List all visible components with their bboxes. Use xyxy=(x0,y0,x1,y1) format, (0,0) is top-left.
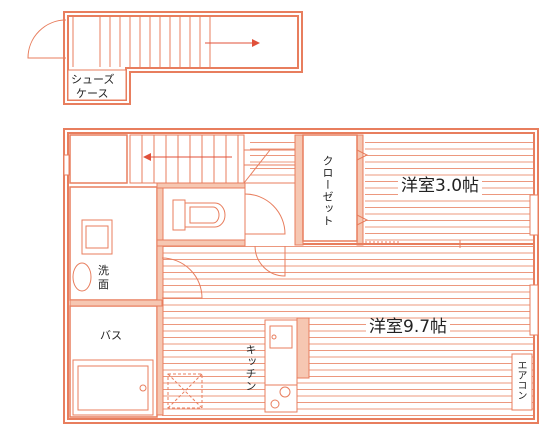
washer-spot xyxy=(167,373,203,409)
bathroom xyxy=(69,305,158,418)
toilet-room xyxy=(162,187,246,241)
kitchen-counter xyxy=(264,319,298,413)
bath-label: バス xyxy=(100,329,122,342)
upper-stair-section xyxy=(27,11,303,105)
main-floor xyxy=(63,128,539,424)
washroom xyxy=(69,186,158,301)
closet xyxy=(302,134,358,242)
aircon-unit xyxy=(511,353,533,411)
shoes-case xyxy=(67,69,127,101)
aircon-label: エアコン xyxy=(515,360,526,400)
bathtub-icon xyxy=(72,359,154,416)
room-small-label: 洋室3.0帖 xyxy=(398,178,483,195)
toilet-icon xyxy=(172,199,226,231)
entrance-closet xyxy=(69,134,128,184)
room-large-label: 洋室9.7帖 xyxy=(366,319,451,336)
closet-label: クローゼット xyxy=(321,155,334,227)
sink-icon xyxy=(72,219,113,292)
washroom-label-1: 洗 xyxy=(98,264,109,277)
shoes-case-label-1: シューズ xyxy=(71,73,115,86)
shoes-case-label-2: ケース xyxy=(76,87,109,100)
kitchen-label: キッチン xyxy=(244,344,257,392)
washroom-label-2: 面 xyxy=(98,278,109,291)
